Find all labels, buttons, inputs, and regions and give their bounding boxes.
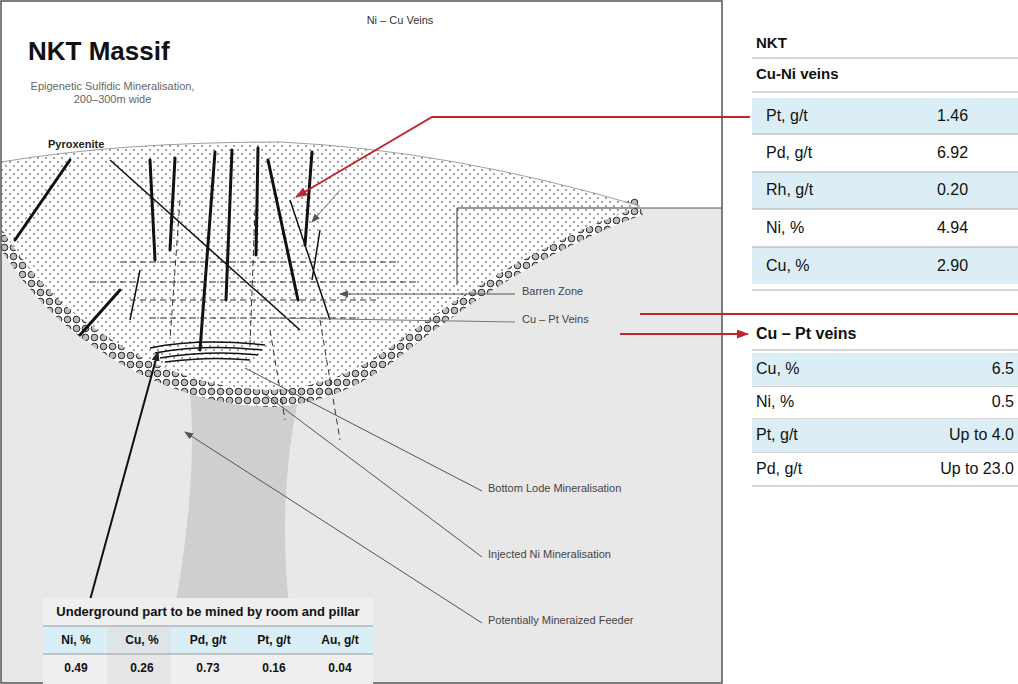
table-cell: 6.92	[895, 143, 1010, 162]
table-cell: Pd, g/t	[766, 143, 896, 162]
table-cell: 0.04	[307, 661, 373, 675]
table-cell: 0.20	[895, 180, 1010, 199]
table-cell: Pd, g/t	[756, 459, 876, 478]
zone-label: Barren Zone	[522, 285, 662, 298]
zone-label: Potentially Mineraized Feeder	[488, 614, 718, 627]
table-cell: Ni, %	[756, 392, 876, 411]
table-title: NKT	[756, 34, 906, 52]
table-cell: 6.5	[870, 359, 1014, 378]
table-cell: Pt, g/t	[756, 425, 876, 444]
vein-label: Cu – Pt Veins	[522, 313, 662, 326]
table-cell: 0.5	[870, 392, 1014, 411]
diagram-title: NKT Massif	[28, 36, 288, 67]
table-header: Au, g/t	[307, 633, 373, 647]
table-cell: Up to 23.0	[870, 459, 1014, 478]
table-cell: 0.16	[241, 661, 307, 675]
table-cell: 2.90	[895, 256, 1010, 275]
table-cell: Cu, %	[766, 256, 896, 275]
table-header: Pd, g/t	[175, 633, 241, 647]
table-cell: 0.73	[175, 661, 241, 675]
table-header: Pt, g/t	[241, 633, 307, 647]
table-cell: Up to 4.0	[870, 425, 1014, 444]
table-cell: Rh, g/t	[766, 180, 896, 199]
table-title: Cu-Ni veins	[756, 65, 956, 83]
table-title: Cu – Pt veins	[756, 324, 956, 343]
table-title: Underground part to be mined by room and…	[43, 604, 373, 620]
table-cell: 4.94	[895, 218, 1010, 237]
vein-label: Ni – Cu Veins	[330, 14, 470, 27]
table-cell: Pt, g/t	[766, 106, 896, 125]
table-cell: Ni, %	[766, 218, 896, 237]
zone-label: Injected Ni Mineralisation	[488, 548, 713, 561]
subtitle-note: Epigenetic Sulfidic Mineralisation, 200–…	[20, 80, 205, 106]
table-cell: 1.46	[895, 106, 1010, 125]
table-cell: 0.26	[109, 661, 175, 675]
table-header: Ni, %	[43, 633, 109, 647]
table-cell: Cu, %	[756, 359, 876, 378]
rock-label: Pyroxenite	[48, 138, 148, 151]
table-cell: 0.49	[43, 661, 109, 675]
table-header: Cu, %	[109, 633, 175, 647]
zone-label: Bottom Lode Mineralisation	[488, 482, 713, 495]
